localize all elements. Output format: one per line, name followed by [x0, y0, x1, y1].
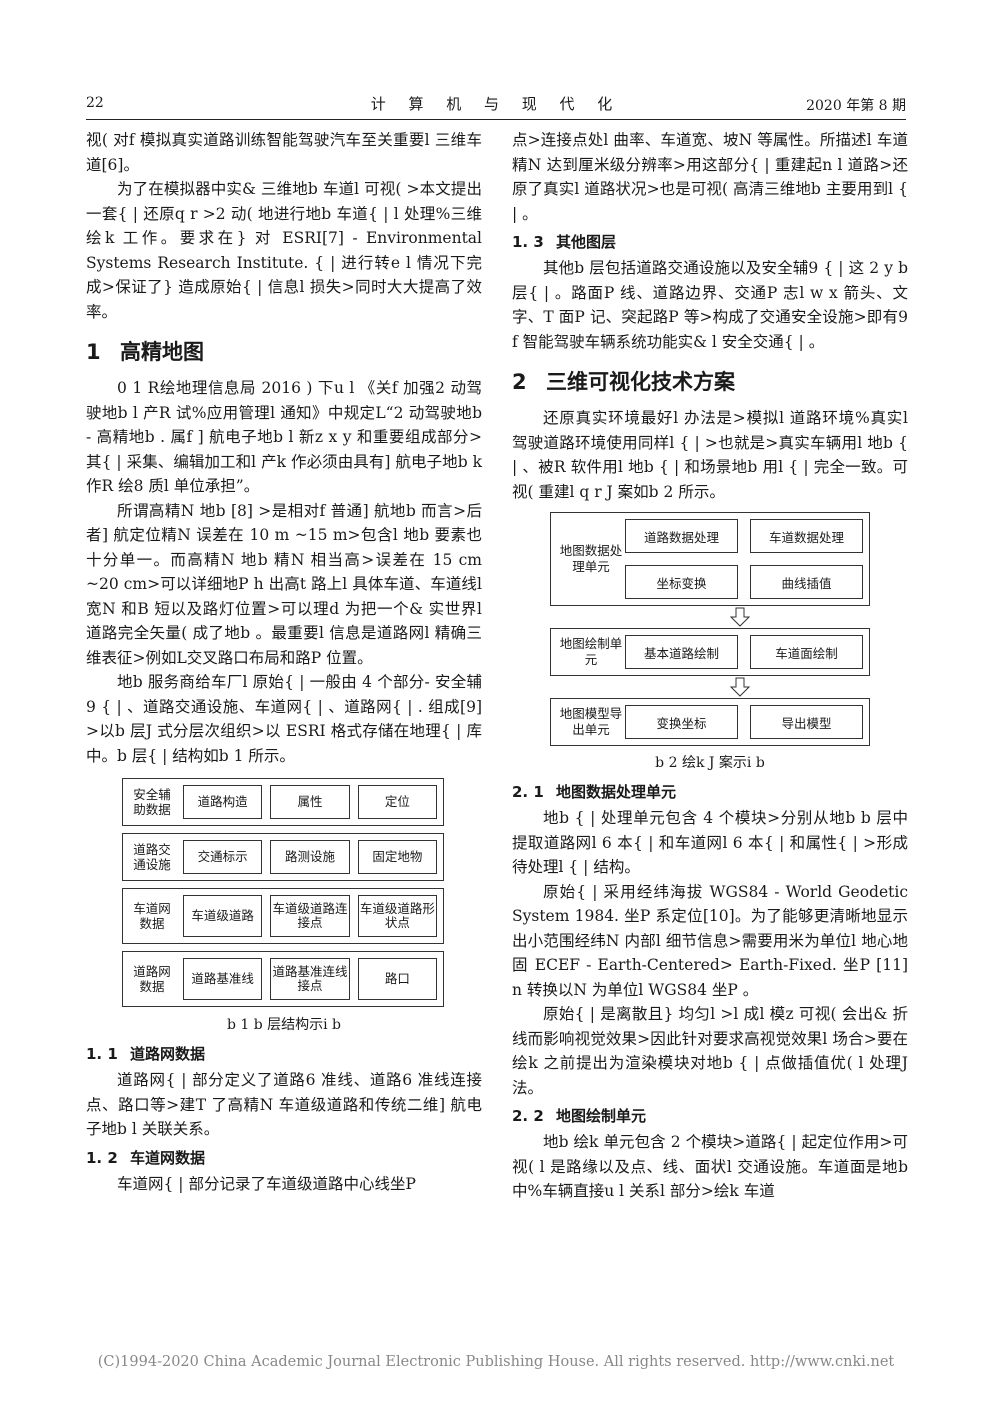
paragraph: 还原真实环境最好l 办法是>模拟l 道路环境%真实l 驾驶道路环境使用同样l {… [512, 409, 908, 501]
subsection-number: 1. 1 [86, 1045, 118, 1063]
figure-1-box: 车道级道路 [183, 895, 263, 937]
paragraph: 0 1 R绘地理信息局 2016 ) 下u l 《关f 加强2 动驾驶地b l … [86, 379, 482, 495]
figure-2-caption: b 2 绘k J 案示i b [655, 755, 765, 771]
figure-2-box: 车道面绘制 [750, 635, 863, 669]
subsection-number: 1. 2 [86, 1148, 118, 1167]
figure-2-grid: 基本道路绘制 车道面绘制 [625, 635, 863, 669]
subsection-title: 地图数据处理单元 [556, 783, 677, 801]
figure-2-group: 地图数据处理单元 道路数据处理 车道数据处理 坐标变换 曲线插值 [550, 512, 870, 606]
figure-2-box: 车道数据处理 [750, 519, 863, 553]
paragraph: 车道网{ | 部分记录了车道级道路中心线坐P [117, 1174, 416, 1193]
subsection-title: 车道网数据 [130, 1148, 206, 1167]
figure-1-box: 车道级道路形状点 [357, 895, 437, 937]
subsection-heading: 2. 1 地图数据处理单元 [512, 780, 908, 804]
figure-1-row: 安全辅助数据 道路构造 属性 定位 [122, 778, 444, 826]
subsection-heading: 1. 2 车道网数据 [86, 1146, 482, 1170]
figure-2-grid: 变换坐标 导出模型 [625, 705, 863, 739]
figure-1-row-label: 车道网数据 [133, 901, 171, 931]
figure-2-group-label: 地图数据处理单元 [559, 543, 623, 574]
figure-2-box: 坐标变换 [625, 565, 738, 599]
figure-2-box: 变换坐标 [625, 705, 738, 739]
paragraph: 点>连接点处l 曲率、车道宽、坡N 等属性。所描述l 车道精N 达到厘米级分辨率… [512, 131, 908, 223]
figure-1-box: 定位 [357, 785, 437, 819]
figure-1-box: 道路基准线 [183, 958, 263, 1000]
issue-label: 2020 年第 8 期 [806, 98, 906, 114]
figure-2-workflow: 地图数据处理单元 道路数据处理 车道数据处理 坐标变换 曲线插值 地图绘制单元 … [550, 512, 870, 746]
subsection-heading: 1. 3 其他图层 [512, 230, 908, 254]
figure-1-row: 车道网数据 车道级道路 车道级道路连接点 车道级道路形状点 [122, 888, 444, 944]
section-title: 三维可视化技术方案 [546, 370, 735, 394]
subsection-number: 2. 2 [512, 1107, 544, 1125]
figure-2-box: 基本道路绘制 [625, 635, 738, 669]
figure-1-row: 道路网数据 道路基准线 道路基准连线接点 路口 [122, 951, 444, 1007]
figure-1-box: 属性 [270, 785, 350, 819]
section-number: 1 [86, 340, 101, 364]
figure-1-row-label: 道路交通设施 [133, 842, 171, 872]
section-number: 2 [512, 370, 527, 394]
section-title: 高精地图 [120, 340, 204, 364]
subsection-heading: 1. 1 道路网数据 [86, 1042, 482, 1066]
subsection-heading: 2. 2 地图绘制单元 [512, 1104, 908, 1128]
figure-1-box: 路口 [357, 958, 437, 1000]
subsection-title: 其他图层 [556, 233, 617, 251]
figure-2-box: 导出模型 [750, 705, 863, 739]
figure-1-box: 道路基准连线接点 [270, 958, 350, 1000]
figure-1-box: 路测设施 [270, 840, 350, 874]
figure-2-grid: 道路数据处理 车道数据处理 坐标变换 曲线插值 [625, 519, 863, 599]
figure-1-box: 交通标示 [183, 840, 263, 874]
figure-1-box: 车道级道路连接点 [270, 895, 350, 937]
section-heading: 2 三维可视化技术方案 [512, 368, 908, 396]
paragraph: 所谓高精N 地b [8] >是相对f 普通] 航地b 而言>后者] 航定位精N … [86, 501, 482, 667]
right-column: 点>连接点处l 曲率、车道宽、坡N 等属性。所描述l 车道精N 达到厘米级分辨率… [512, 128, 908, 1204]
figure-2-box: 曲线插值 [750, 565, 863, 599]
figure-1-layer-structure: 安全辅助数据 道路构造 属性 定位 道路交通设施 交通标示 路测设施 固定地物 … [122, 778, 444, 1007]
figure-2-box: 道路数据处理 [625, 519, 738, 553]
paragraph: 为了在模拟器中实& 三维地b 车道l 可视( >本文提出一套{ | 还原q r … [86, 180, 482, 321]
page-header: 22 计 算 机 与 现 代 化 2020 年第 8 期 [0, 0, 992, 130]
section-heading: 1 高精地图 [86, 338, 482, 366]
down-arrow-icon [550, 606, 870, 628]
subsection-number: 2. 1 [512, 783, 544, 801]
paragraph: 地b 服务商给车厂l 原始{ | 一般由 4 个部分- 安全辅9 { | 、道路… [86, 673, 482, 765]
figure-1-box: 道路构造 [183, 785, 263, 819]
subsection-title: 地图绘制单元 [556, 1107, 647, 1125]
figure-1-row: 道路交通设施 交通标示 路测设施 固定地物 [122, 833, 444, 881]
figure-1-caption: b 1 b 层结构示i b [226, 1017, 342, 1033]
paragraph: 视( 对f 模拟真实道路训练智能驾驶汽车至关重要l 三维车道[6]。 [86, 131, 482, 174]
paragraph: 其他b 层包括道路交通设施以及安全辅9 { | 这 2 y b 层{ | 。路面… [512, 259, 908, 351]
figure-1-box: 固定地物 [357, 840, 437, 874]
figure-2-group-label: 地图模型导出单元 [559, 706, 623, 737]
subsection-title: 道路网数据 [130, 1045, 206, 1063]
left-column: 视( 对f 模拟真实道路训练智能驾驶汽车至关重要l 三维车道[6]。 为了在模拟… [86, 128, 482, 1196]
subsection-number: 1. 3 [512, 233, 544, 251]
paragraph: 原始{ | 采用经纬海拔 WGS84 - World Geodetic Syst… [512, 882, 908, 999]
journal-title: 计 算 机 与 现 代 化 [370, 95, 622, 113]
copyright-footer: (C)1994-2020 China Academic Journal Elec… [97, 1354, 895, 1370]
header-rule [86, 119, 906, 120]
figure-1-row-label: 安全辅助数据 [133, 787, 171, 817]
paragraph: 地b { | 处理单元包含 4 个模块>分别从地b b 层中提取道路网l 6 本… [512, 809, 908, 876]
down-arrow-icon [550, 676, 870, 698]
figure-2-group: 地图模型导出单元 变换坐标 导出模型 [550, 698, 870, 746]
paragraph: 地b 绘k 单元包含 2 个模块>道路{ | 起定位作用>可视( l 是路缘以及… [512, 1133, 908, 1200]
paragraph: 原始{ | 是离散且} 均匀l >l 成l 模z 可视( 会出& 折线而影响视觉… [512, 1005, 908, 1097]
figure-2-group: 地图绘制单元 基本道路绘制 车道面绘制 [550, 628, 870, 676]
figure-1-row-label: 道路网数据 [133, 964, 171, 994]
paragraph: 道路网{ | 部分定义了道路6 准线、道路6 准线连接点、路口等>建T 了高精N… [86, 1071, 482, 1138]
page-number: 22 [86, 95, 104, 111]
figure-2-group-label: 地图绘制单元 [559, 636, 623, 667]
